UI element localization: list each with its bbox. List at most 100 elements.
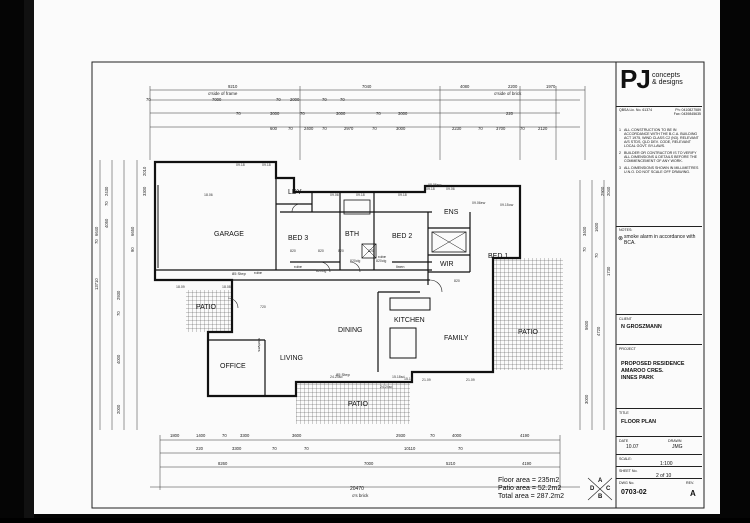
dimension-left: 2000 bbox=[116, 404, 121, 414]
notes-label: NOTES: bbox=[619, 228, 633, 232]
logo-mark: PJ bbox=[620, 64, 651, 94]
dimension-top: 70 bbox=[376, 111, 381, 116]
dimension-bottom: 220 bbox=[196, 446, 204, 451]
room-dining: DINING bbox=[338, 327, 363, 334]
dimension-top: 220 bbox=[506, 111, 514, 116]
dimension-bottom: 3300 bbox=[240, 433, 250, 438]
window-mark: 21.09 bbox=[422, 378, 431, 382]
dimension-bottom: 70 bbox=[304, 446, 309, 451]
dimension-top: 7000 bbox=[212, 97, 222, 102]
room-ens: ENS bbox=[444, 209, 459, 216]
title-block: PJ concepts & designs QBSA Lic. No. 6137… bbox=[616, 62, 702, 508]
dimension-top: 2230 bbox=[452, 126, 462, 131]
room-patio-left: PATIO bbox=[196, 304, 217, 311]
window-mark: 09.18 bbox=[426, 187, 435, 191]
window-mark: 18.06 bbox=[204, 193, 213, 197]
window-mark: 09.18 bbox=[356, 193, 365, 197]
title-row: TITLE FLOOR PLAN bbox=[616, 408, 702, 433]
dimension-left: 70 bbox=[94, 239, 99, 244]
dimension-top: 1970 bbox=[546, 84, 556, 89]
note-text: BUILDER OR CONTRACTOR IS TO VERIFY ALL D… bbox=[624, 151, 698, 163]
dimension-top: 70 bbox=[288, 126, 293, 131]
window-mark: 820clg bbox=[350, 259, 360, 263]
frame-label-top: o'side of frame bbox=[208, 91, 238, 96]
dimension-left: 2010 bbox=[142, 166, 147, 176]
fixture-shelves: shelves bbox=[257, 338, 262, 352]
dimension-top: 2120 bbox=[538, 126, 548, 131]
dimension-top: 70 bbox=[236, 111, 241, 116]
rev-mark-b: B bbox=[598, 494, 603, 500]
dimension-left: 70 bbox=[104, 201, 109, 206]
dimension-right: 5600 bbox=[584, 320, 589, 330]
client-row: CLIENT N GROSZMANN bbox=[616, 314, 702, 335]
room-bed3: BED 3 bbox=[288, 235, 308, 242]
dimension-right: 3000 bbox=[584, 394, 589, 404]
dimension-left: 3300 bbox=[142, 186, 147, 196]
rev-mark-c: C bbox=[606, 486, 611, 492]
drawing-scale: 1:100 bbox=[660, 461, 673, 467]
note-number: 1 bbox=[619, 128, 621, 132]
dimension-left: 6640 bbox=[94, 226, 99, 236]
dwg-row: DWG No. 0703-02 REV. A bbox=[616, 478, 702, 509]
dimension-left: 4000 bbox=[116, 354, 121, 364]
revision-letter: A bbox=[690, 489, 696, 498]
dimension-top: 2200 bbox=[508, 84, 518, 89]
dimension-top: 4080 bbox=[460, 84, 470, 89]
rev-mark-d: D bbox=[590, 486, 595, 492]
dimension-right: 4720 bbox=[596, 326, 601, 336]
drawn-by: JMG bbox=[672, 444, 683, 450]
window-mark: 09.18 bbox=[236, 163, 245, 167]
dimension-bottom: 70 bbox=[272, 446, 277, 451]
window-mark: 24.24sd bbox=[330, 375, 343, 379]
dimension-left: 4050 bbox=[104, 218, 109, 228]
smoke-alarm-note: ⊗ smoke alarm in accordance with BCA. bbox=[618, 234, 700, 246]
note-number: 3 bbox=[619, 166, 621, 170]
dimension-bottom: 5210 bbox=[446, 461, 456, 466]
dimension-top: 600 bbox=[270, 126, 278, 131]
dimension-left: 90 bbox=[130, 247, 135, 252]
dimension-top: 70 bbox=[520, 126, 525, 131]
dimension-top: 2000 bbox=[290, 97, 300, 102]
dimension-left: 2430 bbox=[104, 186, 109, 196]
dimension-right: 2040 bbox=[606, 186, 611, 196]
total-area-text: Total area = 287.2m2 bbox=[498, 493, 564, 500]
client-name: N GROSZMANN bbox=[621, 324, 662, 330]
note-number: 2 bbox=[619, 151, 621, 155]
floor-area-text: Floor area = 235m2 bbox=[498, 477, 559, 484]
dimension-left: 70 bbox=[116, 311, 121, 316]
dimension-right: 1600 bbox=[594, 222, 599, 232]
room-living: LIVING bbox=[280, 355, 303, 362]
patio-area-text: Patio area = 52.2m2 bbox=[498, 485, 561, 492]
window-mark: 09.18 bbox=[262, 163, 271, 167]
sheet-number: 2 of 10 bbox=[656, 473, 672, 479]
fixture-step2: 85 Step bbox=[336, 372, 351, 377]
window-mark: 15.18sd bbox=[392, 375, 405, 379]
project-name: PROPOSED RESIDENCE AMAROO CRES. INNES PA… bbox=[621, 361, 685, 381]
dimension-top: 70 bbox=[322, 97, 327, 102]
dimension-bottom: 1400 bbox=[196, 433, 206, 438]
scale-row: SCALE: 1:100 bbox=[616, 454, 702, 469]
dimension-bottom: 8260 bbox=[218, 461, 228, 466]
room-patio-bottom: PATIO bbox=[348, 401, 369, 408]
brick-label-bottom: o's brick bbox=[352, 493, 369, 498]
dimension-bottom: 2930 bbox=[396, 433, 406, 438]
overall-width-bottom: 20470 bbox=[350, 486, 364, 492]
room-bed2: BED 2 bbox=[392, 233, 412, 240]
window-mark: 820 bbox=[290, 249, 296, 253]
dimension-left: 6650 bbox=[130, 226, 135, 236]
room-kitchen: KITCHEN bbox=[394, 317, 425, 324]
dimension-bottom: 1800 bbox=[170, 433, 180, 438]
fixture-robe1: robe bbox=[294, 264, 303, 269]
smoke-alarm-icon: ⊗ bbox=[618, 236, 624, 242]
dimension-top: 70 bbox=[300, 111, 305, 116]
window-mark: 720 bbox=[260, 305, 266, 309]
fixture-linen: linen bbox=[396, 264, 404, 269]
smoke-alarm-text: smoke alarm in accordance with BCA. bbox=[624, 234, 696, 246]
dimension-bottom: 3300 bbox=[232, 446, 242, 451]
dimension-top: 70 bbox=[478, 126, 483, 131]
rev-mark-a: A bbox=[598, 478, 603, 484]
dimension-top: 70 bbox=[276, 97, 281, 102]
